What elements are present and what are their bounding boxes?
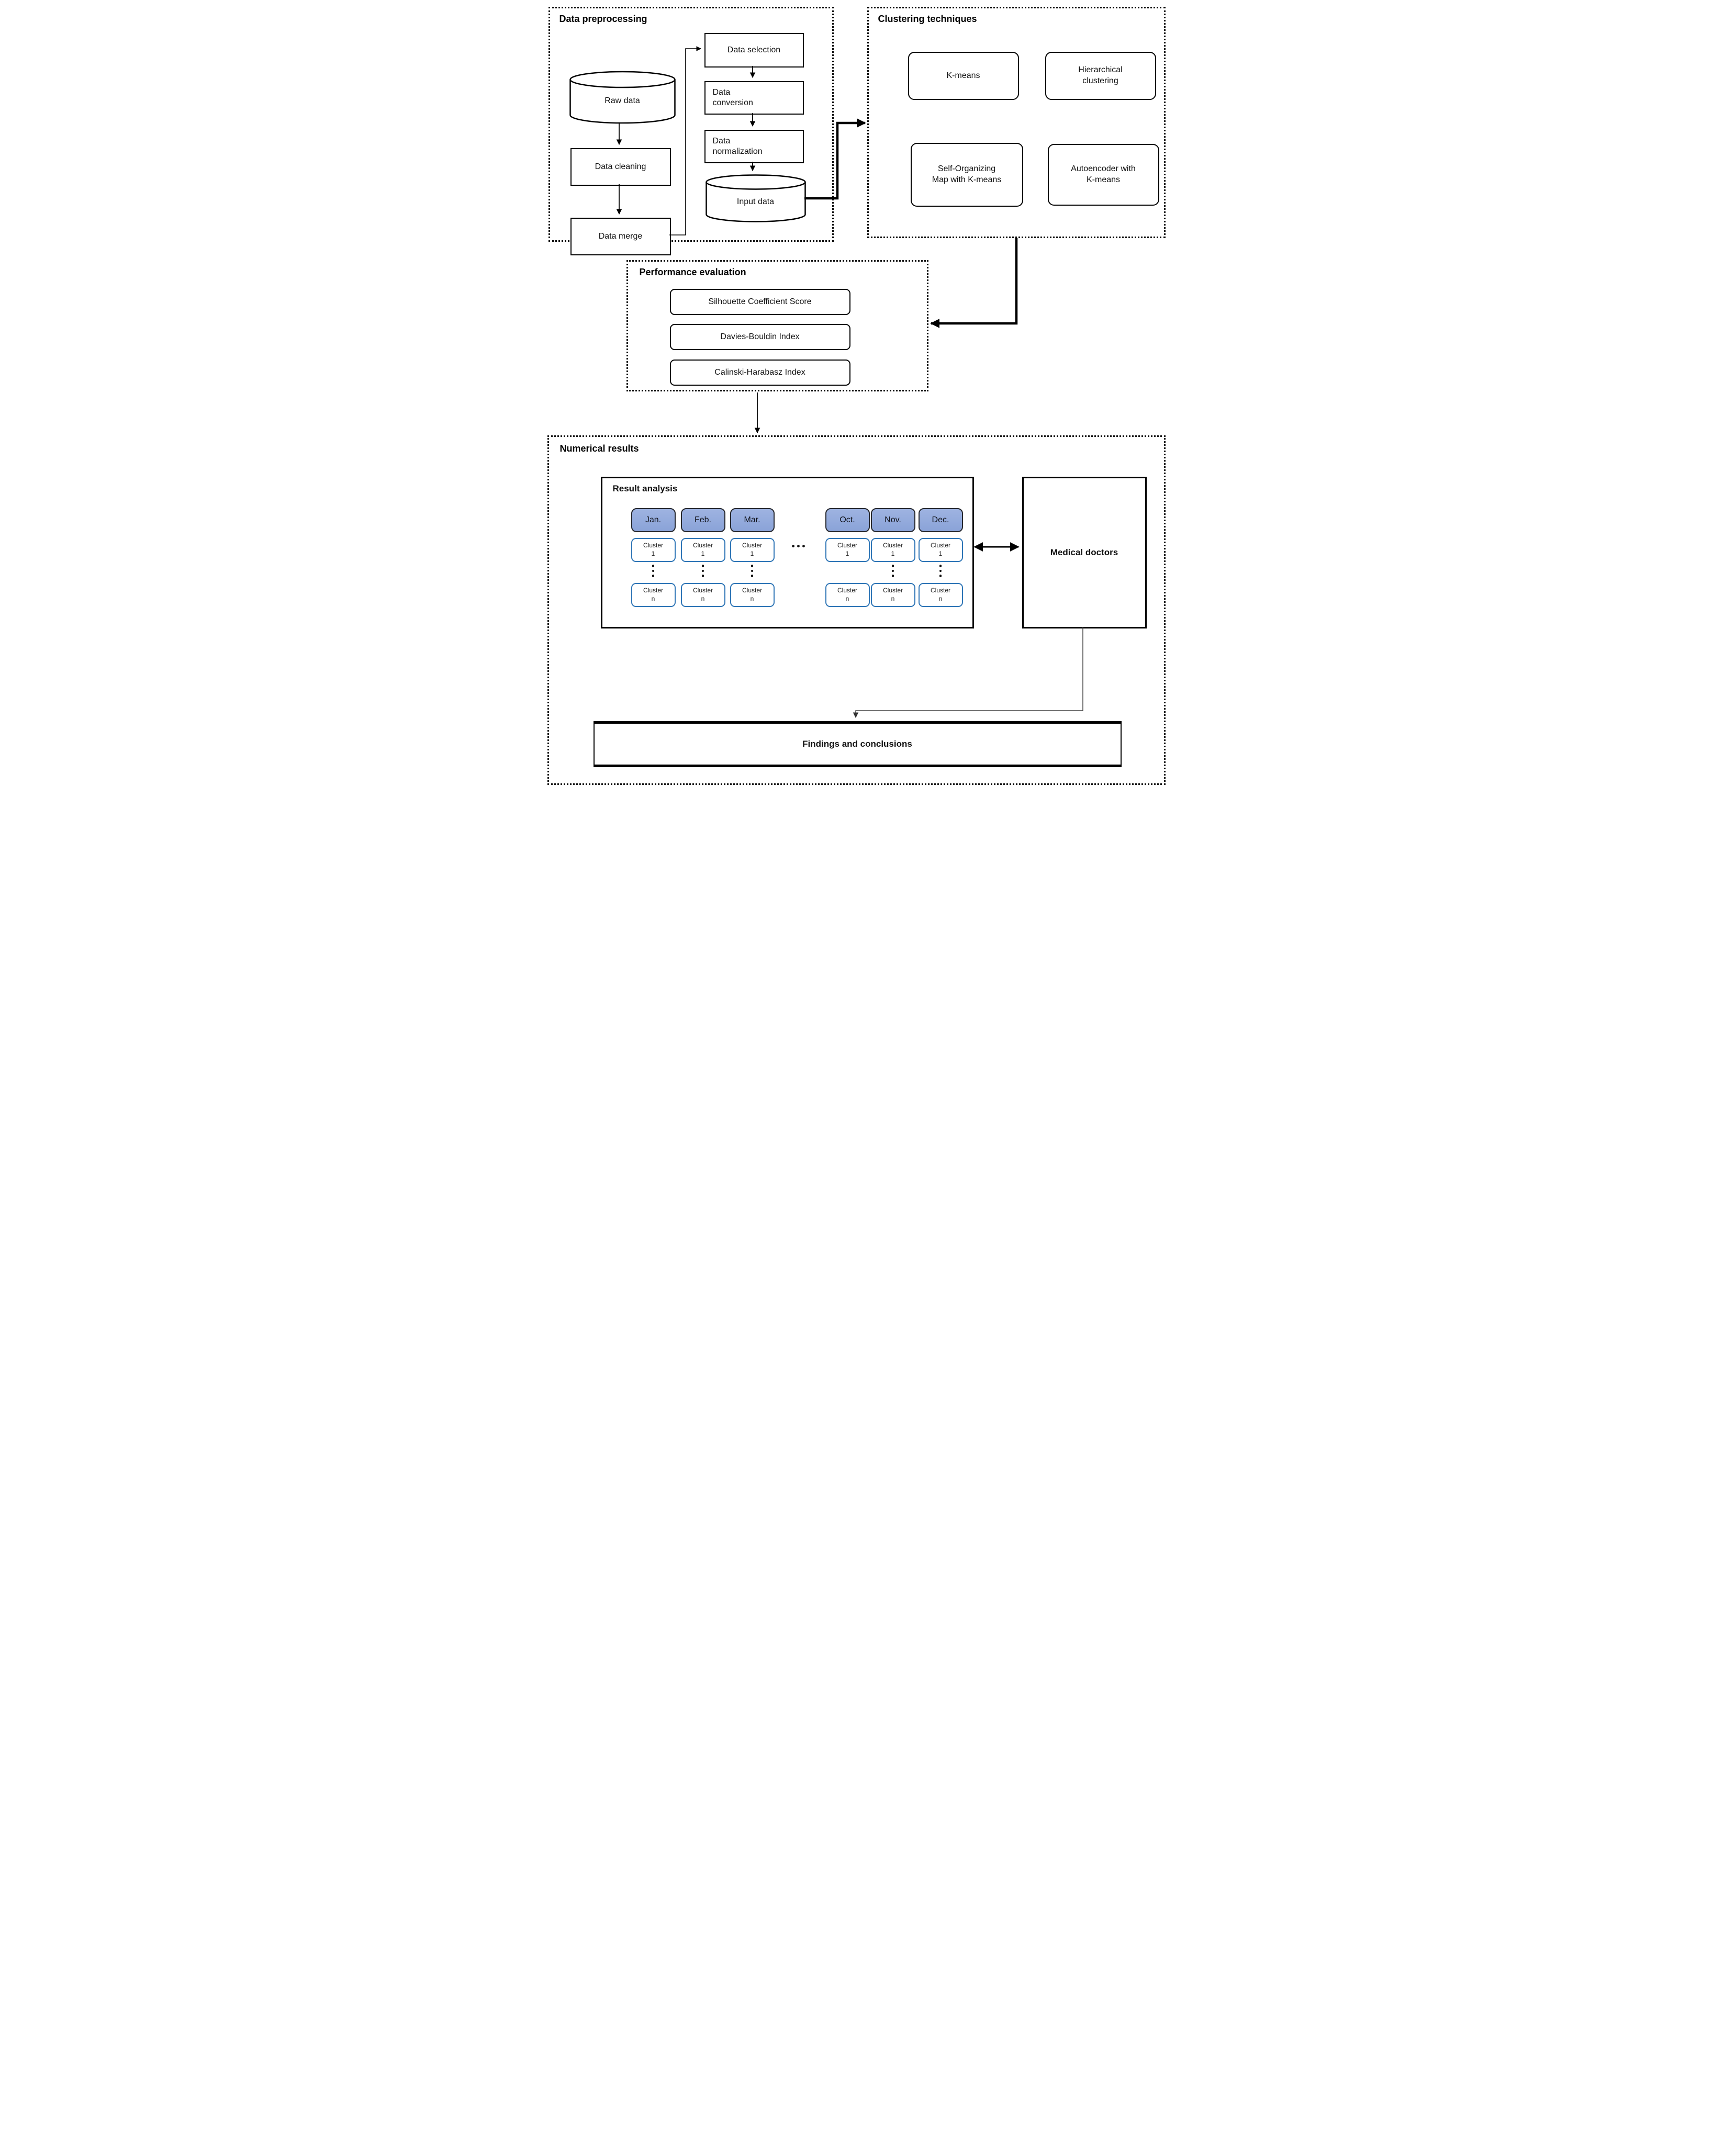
- cluster-label: Cluster n: [882, 587, 903, 602]
- vertical-ellipsis-icon: [730, 562, 775, 580]
- group-title-numerical-results: Numerical results: [559, 443, 639, 454]
- month-column-mar: Mar. Cluster 1 Cluster n: [730, 508, 775, 613]
- node-silhouette-score: Silhouette Coefficient Score: [669, 289, 850, 315]
- node-label-data-conversion: Data conversion: [712, 88, 753, 107]
- month-label: Dec.: [932, 515, 949, 524]
- node-raw-data: Raw data: [569, 71, 676, 124]
- month-column-feb: Feb. Cluster 1 Cluster n: [680, 508, 725, 613]
- node-data-cleaning: Data cleaning: [570, 148, 671, 186]
- month-column-jan: Jan. Cluster 1 Cluster n: [631, 508, 676, 613]
- node-autoencoder-kmeans: Autoencoder with K-means: [1047, 144, 1159, 206]
- month-column-dec: Dec. Cluster 1 Cluster n: [918, 508, 963, 613]
- month-chip: Oct.: [825, 508, 870, 532]
- month-column-nov: Nov. Cluster 1 Cluster n: [870, 508, 915, 613]
- group-title-performance-evaluation: Performance evaluation: [639, 267, 746, 277]
- cluster-label: Cluster 1: [930, 542, 950, 557]
- cluster-label: Cluster 1: [692, 542, 713, 557]
- cluster-last-box: Cluster n: [870, 583, 915, 607]
- cluster-label: Cluster n: [742, 587, 762, 602]
- month-label: Jan.: [645, 515, 662, 524]
- cluster-last-box: Cluster n: [680, 583, 725, 607]
- node-calinski-harabasz-index: Calinski-Harabasz Index: [669, 360, 850, 386]
- panel-result-analysis: Result analysis Jan. Cluster 1 Cluster n…: [600, 477, 974, 628]
- arrow-clustering-to-evaluation: [930, 238, 1017, 328]
- month-chip: Nov.: [870, 508, 915, 532]
- cluster-last-box: Cluster n: [730, 583, 775, 607]
- panel-label-findings-conclusions: Findings and conclusions: [802, 739, 912, 749]
- node-label-input-data: Input data: [736, 197, 775, 206]
- vertical-ellipsis-icon: [919, 562, 963, 580]
- cluster-last-box: Cluster n: [918, 583, 963, 607]
- group-title-clustering-techniques: Clustering techniques: [878, 14, 977, 24]
- cluster-first-box: Cluster 1: [631, 538, 676, 562]
- node-hierarchical-clustering: Hierarchical clustering: [1045, 52, 1156, 100]
- vertical-ellipsis-icon: [871, 562, 915, 580]
- month-label: Mar.: [744, 515, 760, 524]
- node-label-som-kmeans: Self-Organizing Map with K-means: [932, 164, 1002, 184]
- group-data-preprocessing: Data preprocessing Raw data Data cleanin…: [548, 7, 834, 255]
- vertical-ellipsis-icon: [631, 562, 676, 580]
- cylinder-shape: [705, 174, 806, 222]
- node-data-normalization: Data normalization: [704, 130, 804, 163]
- cluster-first-box: Cluster 1: [918, 538, 963, 562]
- node-data-merge: Data merge: [570, 218, 671, 255]
- node-data-selection: Data selection: [704, 33, 804, 68]
- node-som-kmeans: Self-Organizing Map with K-means: [910, 143, 1023, 207]
- panel-findings-conclusions: Findings and conclusions: [593, 721, 1122, 767]
- group-title-data-preprocessing: Data preprocessing: [559, 14, 647, 24]
- node-label-data-selection: Data selection: [727, 46, 781, 54]
- panel-title-result-analysis: Result analysis: [612, 484, 678, 493]
- cluster-label: Cluster 1: [742, 542, 762, 557]
- month-label: Nov.: [885, 515, 901, 524]
- node-label-calinski-harabasz-index: Calinski-Harabasz Index: [714, 367, 805, 377]
- cluster-first-box: Cluster 1: [870, 538, 915, 562]
- month-label: Feb.: [694, 515, 711, 524]
- cluster-first-box: Cluster 1: [825, 538, 870, 562]
- cluster-first-box: Cluster 1: [730, 538, 775, 562]
- cluster-last-box: Cluster n: [631, 583, 676, 607]
- node-label-data-cleaning: Data cleaning: [595, 162, 646, 171]
- node-label-silhouette-score: Silhouette Coefficient Score: [708, 297, 812, 306]
- group-performance-evaluation: Performance evaluation Silhouette Coeffi…: [626, 260, 928, 391]
- node-label-hierarchical-clustering: Hierarchical clustering: [1078, 65, 1123, 85]
- node-input-data: Input data: [705, 174, 806, 222]
- cluster-label: Cluster 1: [882, 542, 903, 557]
- horizontal-ellipsis: •••: [791, 541, 808, 551]
- node-kmeans: K-means: [908, 52, 1019, 100]
- node-label-raw-data: Raw data: [604, 96, 640, 105]
- node-label-kmeans: K-means: [946, 71, 980, 80]
- node-davies-bouldin-index: Davies-Bouldin Index: [669, 324, 850, 350]
- panel-label-medical-doctors: Medical doctors: [1050, 547, 1118, 557]
- node-label-davies-bouldin-index: Davies-Bouldin Index: [720, 332, 800, 341]
- cluster-label: Cluster 1: [837, 542, 857, 557]
- month-chip: Jan.: [631, 508, 676, 532]
- cluster-label: Cluster n: [643, 587, 663, 602]
- node-label-data-merge: Data merge: [598, 232, 643, 241]
- group-clustering-techniques: Clustering techniques K-means Hierarchic…: [867, 7, 1166, 238]
- cluster-label: Cluster n: [837, 587, 857, 602]
- month-chip: Mar.: [730, 508, 775, 532]
- node-label-autoencoder-kmeans: Autoencoder with K-means: [1071, 164, 1136, 184]
- cluster-label: Cluster 1: [643, 542, 663, 557]
- flow-diagram-canvas: Data preprocessing Raw data Data cleanin…: [542, 0, 1171, 790]
- group-numerical-results: Numerical results Result analysis Jan. C…: [547, 435, 1166, 785]
- cluster-last-box: Cluster n: [825, 583, 870, 607]
- month-chip: Dec.: [918, 508, 963, 532]
- vertical-ellipsis-icon: [681, 562, 725, 580]
- month-chip: Feb.: [680, 508, 725, 532]
- cluster-first-box: Cluster 1: [680, 538, 725, 562]
- cluster-label: Cluster n: [692, 587, 713, 602]
- node-label-data-normalization: Data normalization: [712, 137, 763, 156]
- node-data-conversion: Data conversion: [704, 81, 804, 115]
- panel-medical-doctors: Medical doctors: [1022, 477, 1147, 628]
- month-label: Oct.: [839, 515, 855, 524]
- month-column-oct: Oct. Cluster 1 Cluster n: [825, 508, 870, 613]
- cluster-label: Cluster n: [930, 587, 950, 602]
